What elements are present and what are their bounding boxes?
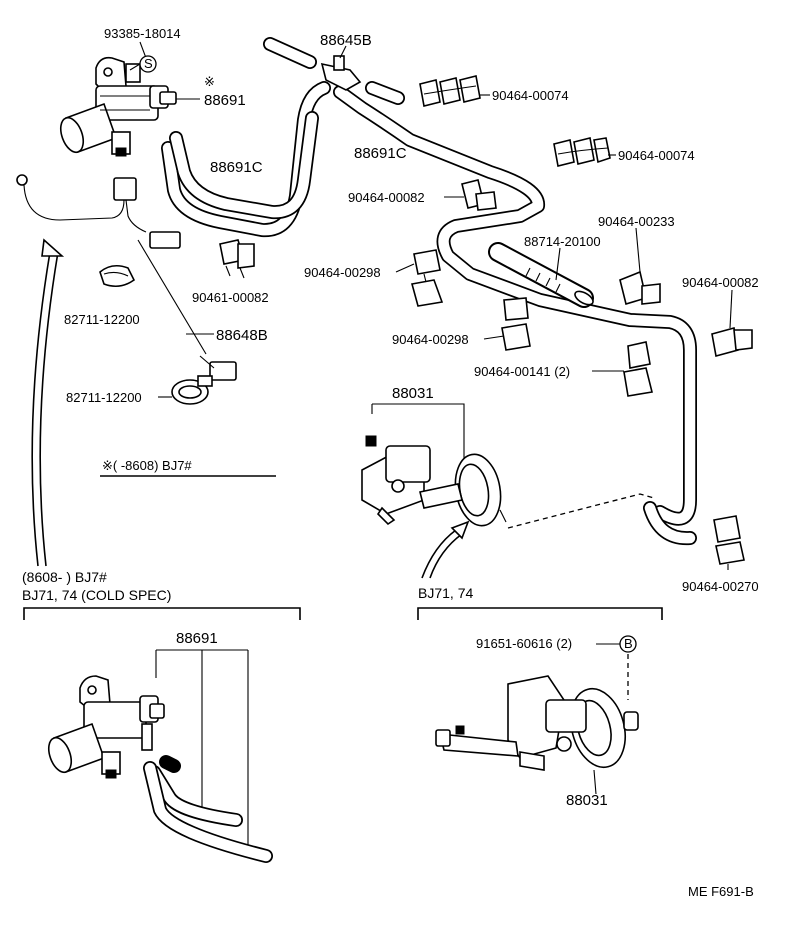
pointer-arrow-booster <box>421 520 470 579</box>
label-asterisk: ※ <box>204 74 215 89</box>
label-88031-top: 88031 <box>392 385 434 402</box>
label-circle-b: B <box>624 636 633 651</box>
label-82711-12200-b: 82711-12200 <box>66 390 142 405</box>
pointer-arrow-left <box>31 238 65 567</box>
clamp-82711-b <box>171 375 213 405</box>
leader-00082-right <box>729 289 733 329</box>
hose-short-right <box>365 81 405 105</box>
leader-00233 <box>635 227 641 273</box>
clip-90464-00082-right <box>711 326 753 358</box>
clamp-82711-a <box>99 264 136 288</box>
label-88691-bottom: 88691 <box>176 630 218 647</box>
label-90464-00141: 90464-00141 (2) <box>474 364 570 379</box>
clip-90464-00074-a <box>419 75 481 107</box>
label-88714-20100: 88714-20100 <box>524 234 601 249</box>
clip-90464-00233 <box>619 270 661 306</box>
vacuum-booster-88031-bottom <box>435 643 639 795</box>
section-bracket-left <box>23 607 301 620</box>
section-bracket-right <box>417 607 663 620</box>
leader-s <box>129 63 141 71</box>
label-90461-00082: 90461-00082 <box>192 290 269 305</box>
clip-90464-00298-a <box>410 249 444 307</box>
clip-90464-00141 <box>623 341 653 397</box>
leader-00298-b <box>483 335 505 340</box>
label-note-range: ※( -8608) BJ7# <box>102 458 192 473</box>
label-90464-00082-right: 90464-00082 <box>682 275 759 290</box>
label-90464-00074-a: 90464-00074 <box>492 88 569 103</box>
leader-00298-a <box>395 263 415 273</box>
hose-88691c-left <box>161 81 331 238</box>
label-90464-00298-b: 90464-00298 <box>392 332 469 347</box>
label-90464-00074-b: 90464-00074 <box>618 148 695 163</box>
label-section-left-line1: (8608- ) BJ7# <box>22 569 107 585</box>
footer-code: ME F691-B <box>688 884 754 899</box>
hose-to-booster <box>643 501 697 546</box>
hose-short-top <box>263 37 317 69</box>
label-93385-18014: 93385-18014 <box>104 26 181 41</box>
vacuum-booster-88031-top <box>361 403 507 527</box>
label-88691c-left: 88691C <box>210 159 263 176</box>
clip-90464-00270 <box>713 515 745 565</box>
leader-88714 <box>555 247 561 281</box>
label-90464-00082-mid: 90464-00082 <box>348 190 425 205</box>
label-section-left-line2: BJ71, 74 (COLD SPEC) <box>22 587 171 603</box>
dashed-connector-top <box>507 493 655 529</box>
hose-bottom-a <box>147 765 243 827</box>
hose-bottom-b <box>143 755 273 863</box>
vacuum-switching-valve-top <box>59 56 177 157</box>
label-91651-60616: 91651-60616 (2) <box>476 636 572 651</box>
label-88691-top: 88691 <box>204 92 246 109</box>
hose-88691c-left-b <box>169 111 319 220</box>
label-88645b: 88645B <box>320 32 372 49</box>
label-circle-s: S <box>144 56 153 71</box>
label-82711-12200-a: 82711-12200 <box>64 312 140 327</box>
label-90464-00298-a: 90464-00298 <box>304 265 381 280</box>
label-90464-00270: 90464-00270 <box>682 579 759 594</box>
vacuum-switching-valve-bottom <box>47 649 249 852</box>
clip-90464-00298-b <box>501 297 531 351</box>
hose-88714 <box>488 242 594 308</box>
hose-88691c-main <box>333 85 697 526</box>
label-section-right: BJ71, 74 <box>418 585 473 601</box>
clip-90461-00082 <box>219 239 255 279</box>
leader-88645b <box>339 45 347 59</box>
clip-90464-00082-mid <box>461 179 497 211</box>
label-90464-00233: 90464-00233 <box>598 214 675 229</box>
wire-harness <box>16 174 237 381</box>
label-88691c-mid: 88691C <box>354 145 407 162</box>
leader-93385 <box>139 41 147 59</box>
clip-90464-00074-b <box>553 137 611 167</box>
tee-joint-88645b <box>320 55 362 91</box>
circle-s-marker <box>139 55 157 73</box>
label-88031-bottom: 88031 <box>566 792 608 809</box>
circle-b-marker <box>619 635 637 653</box>
label-88648b: 88648B <box>216 327 268 344</box>
